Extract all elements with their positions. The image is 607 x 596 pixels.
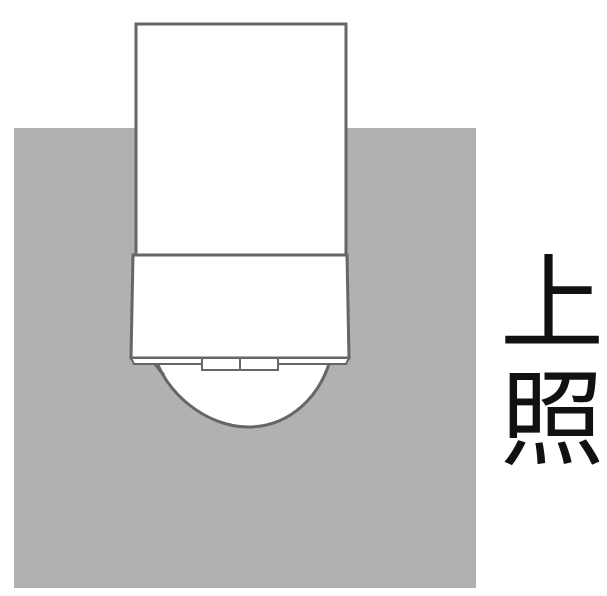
- lamp-dome: [152, 352, 334, 429]
- direction-label-bottom: 照: [499, 359, 604, 481]
- fixture-lower-body: [129, 253, 351, 360]
- fixture-upper-body: [134, 22, 348, 257]
- direction-label: 上 照: [496, 252, 607, 480]
- direction-label-top: 上: [499, 243, 604, 365]
